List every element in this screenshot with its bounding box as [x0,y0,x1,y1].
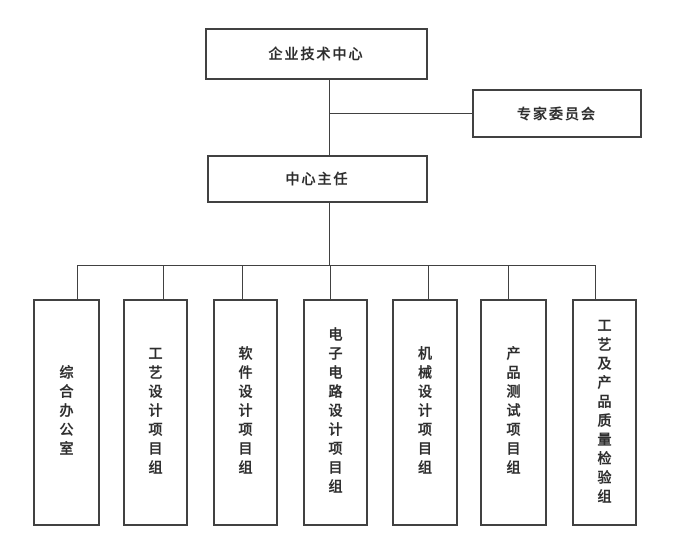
node-product-testing-group: 产品测试项目组 [480,299,547,526]
node-expert-committee-label: 专家委员会 [517,105,597,122]
connector-drop-process-design-group [163,266,164,299]
node-general-office: 综合办公室 [33,299,100,526]
node-general-office-label: 综合办公室 [58,365,75,460]
node-mechanical-design-group-label: 机械设计项目组 [417,346,433,479]
node-quality-inspection-group: 工艺及产品质量检验组 [572,299,637,526]
node-process-design-group-label: 工艺设计项目组 [147,346,164,479]
node-process-design-group: 工艺设计项目组 [123,299,188,526]
node-product-testing-group-label: 产品测试项目组 [505,346,522,479]
node-software-design-group: 软件设计项目组 [213,299,278,526]
connector-drop-general-office [77,266,78,299]
node-center-director-label: 中心主任 [285,171,350,187]
node-center-director: 中心主任 [207,155,428,203]
node-enterprise-tech-center-label: 企业技术中心 [268,46,365,62]
connector-drop-software-design-group [242,266,243,299]
node-expert-committee: 专家委员会 [472,89,642,138]
connector-drop-product-testing-group [508,266,509,299]
connector-drop-mechanical-design-group [428,266,429,299]
connector-root-to-director [329,80,330,155]
node-circuit-design-group-label: 电子电路设计项目组 [327,327,344,498]
node-software-design-group-label: 软件设计项目组 [237,346,254,479]
connector-drop-quality-inspection-group [595,266,596,299]
node-circuit-design-group: 电子电路设计项目组 [303,299,368,526]
connector-root-to-expert-committee [330,113,472,114]
node-mechanical-design-group: 机械设计项目组 [392,299,458,526]
connector-drop-circuit-design-group [330,266,331,299]
node-enterprise-tech-center: 企业技术中心 [205,28,428,80]
connector-director-to-bus [329,203,330,265]
distribution-line [77,265,596,266]
node-quality-inspection-group-label: 工艺及产品质量检验组 [596,317,613,508]
